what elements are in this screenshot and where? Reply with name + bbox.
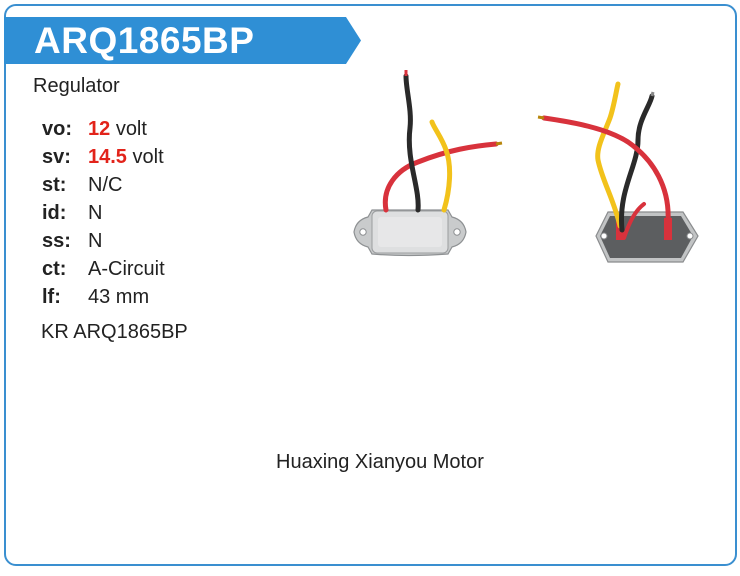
spec-row-vo: vo: 12 volt bbox=[42, 115, 165, 143]
product-photos bbox=[348, 70, 718, 280]
spec-unit: volt bbox=[132, 146, 164, 168]
spec-list: vo: 12 volt sv: 14.5 volt st: N/C id: N ss: N… bbox=[42, 115, 165, 311]
spec-key: vo: bbox=[42, 118, 72, 140]
spec-value: N bbox=[88, 202, 103, 224]
spec-row-lf: lf: 43 mm bbox=[42, 283, 165, 311]
spec-value: 14.5 bbox=[88, 146, 127, 168]
spec-row-id: id: N bbox=[42, 199, 165, 227]
title-banner: ARQ1865BP bbox=[4, 17, 361, 64]
manufacturer-name: Huaxing Xianyou Motor bbox=[276, 451, 484, 473]
spec-key: ct: bbox=[42, 258, 67, 280]
spec-key: sv: bbox=[42, 146, 71, 168]
regulator-back-view bbox=[537, 81, 699, 263]
banner-ribbon bbox=[4, 17, 361, 64]
spec-value: 12 bbox=[88, 118, 111, 140]
spec-unit: volt bbox=[115, 118, 147, 140]
spec-key: ss: bbox=[42, 230, 71, 252]
spec-key: st: bbox=[42, 174, 67, 196]
spec-value: N bbox=[88, 230, 103, 252]
spec-value: N/C bbox=[88, 174, 123, 196]
spec-row-ss: ss: N bbox=[42, 227, 165, 255]
spec-value: 43 mm bbox=[88, 286, 150, 308]
regulator-illustration bbox=[353, 70, 699, 263]
spec-value: A-Circuit bbox=[88, 258, 165, 280]
reference-number: KR ARQ1865BP bbox=[41, 321, 188, 343]
spec-row-ct: ct: A-Circuit bbox=[42, 255, 165, 283]
spec-row-st: st: N/C bbox=[42, 171, 165, 199]
regulator-front-view bbox=[353, 70, 503, 257]
part-number-title: ARQ1865BP bbox=[34, 20, 255, 61]
spec-key: id: bbox=[42, 202, 67, 224]
spec-row-sv: sv: 14.5 volt bbox=[42, 143, 165, 171]
spec-key: lf: bbox=[42, 286, 61, 308]
product-category: Regulator bbox=[33, 75, 120, 97]
